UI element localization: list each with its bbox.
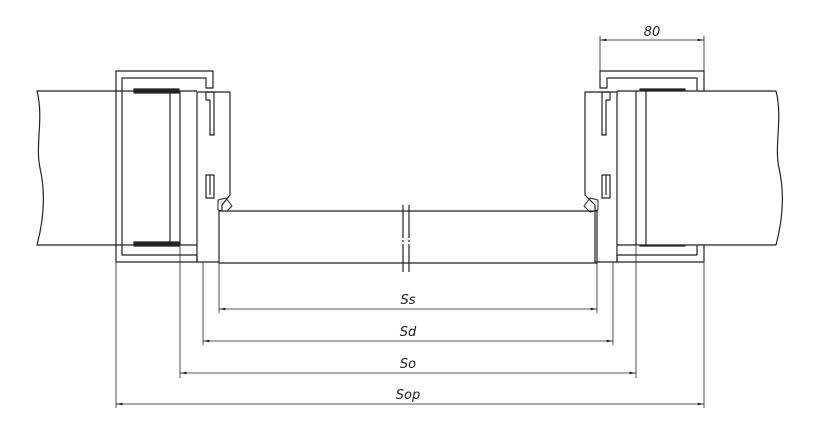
dim-label-sd: Sd (400, 325, 417, 340)
dim-label-sop: Sop (396, 388, 420, 403)
dim-label-ss: Ss (400, 293, 415, 308)
left-seal (217, 197, 233, 213)
extension-lines (115, 36, 705, 408)
right-seal (583, 197, 599, 213)
right-wall (635, 90, 784, 246)
dim-label-so: So (400, 357, 416, 372)
dimension-lines (116, 38, 704, 406)
door-leaf (218, 205, 598, 272)
left-door-frame (115, 70, 231, 263)
left-wall (36, 90, 181, 246)
dim-label-80: 80 (644, 25, 661, 40)
